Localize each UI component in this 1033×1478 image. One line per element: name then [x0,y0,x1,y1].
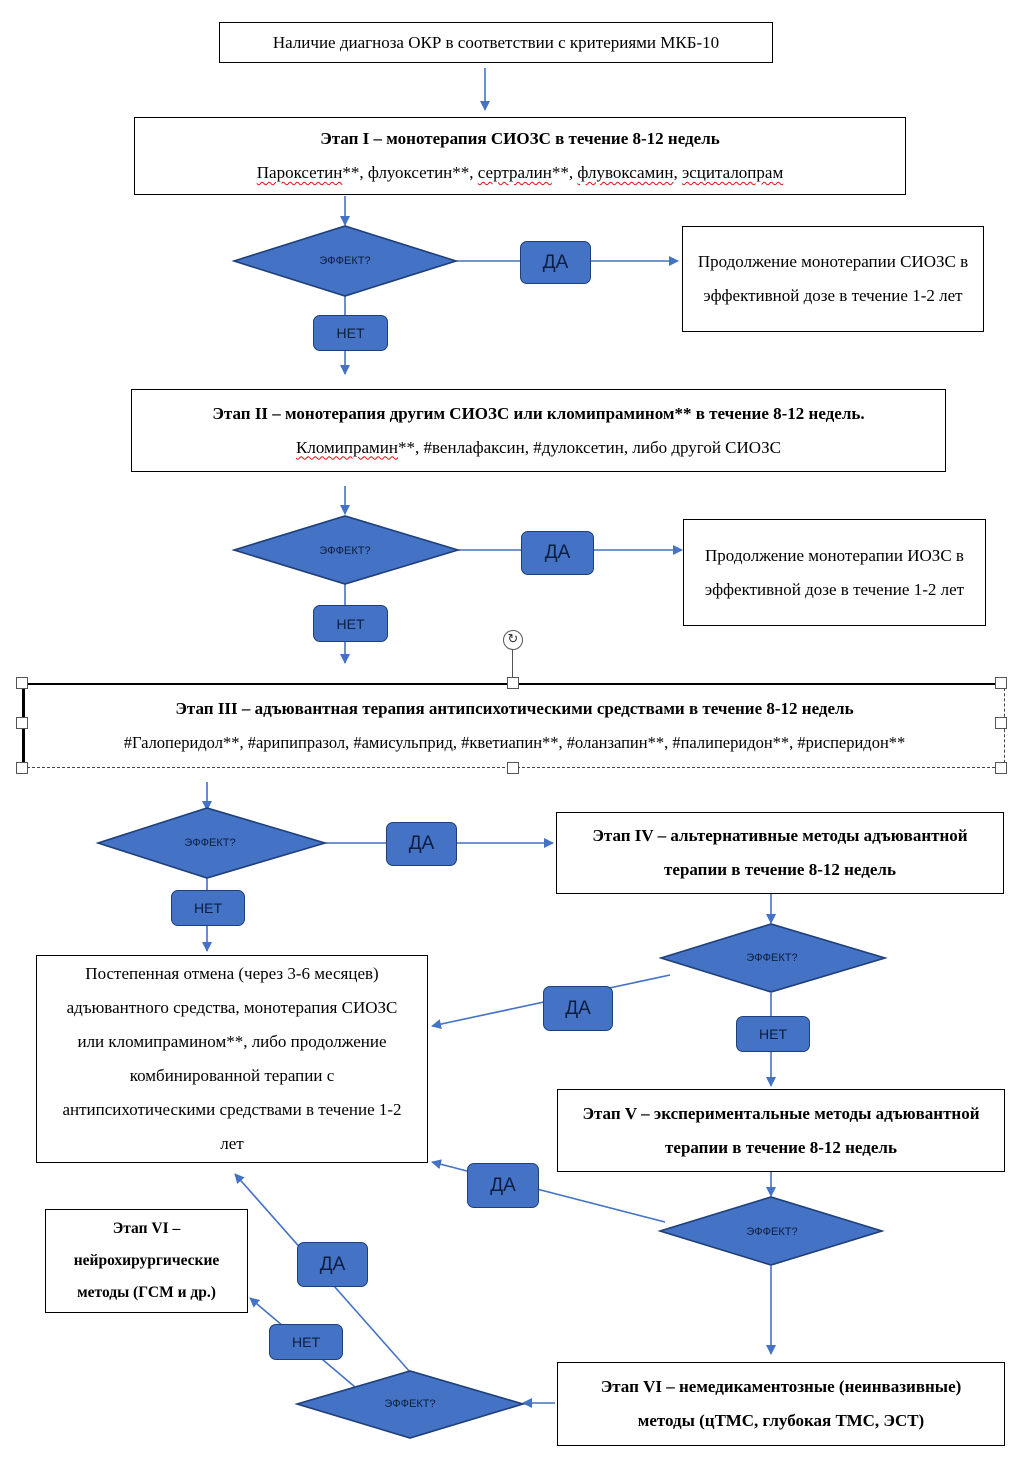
stage5-box: Этап V – экспериментальные методы адъюва… [557,1089,1005,1172]
stage5-title: Этап V – экспериментальные методы адъюва… [582,1103,980,1157]
drug-name-misspelled: флувоксамин [577,163,674,182]
decision-label: ЭФФЕКТ? [184,837,236,849]
diagnosis-box: Наличие диагноза ОКР в соответствии с кр… [219,22,773,63]
diagnosis-text: Наличие диагноза ОКР в соответствии с кр… [272,32,720,52]
no-badge: НЕТ [269,1324,343,1360]
decision-label: ЭФФЕКТ? [319,255,371,267]
stage4-title: Этап IV – альтернативные методы адъювант… [592,826,968,879]
yes-badge: ДА [521,531,594,575]
drug-list-text: **, флуоксетин**, [342,163,478,182]
stage2-box: Этап II – монотерапия другим СИОЗС или к… [131,389,946,472]
decision-label: ЭФФЕКТ? [746,1226,798,1238]
stage1-box: Этап I – монотерапия СИОЗС в течение 8-1… [134,117,906,195]
resize-handle-bottom-right[interactable] [995,762,1007,774]
no-badge: НЕТ [171,890,245,926]
stage6-surgery-title: Этап VI – нейрохирургические методы (ГСМ… [73,1220,220,1301]
drug-name-misspelled: сертралин [477,163,552,182]
stage6-surgery-box: Этап VI – нейрохирургические методы (ГСМ… [45,1209,248,1313]
drug-list-text: **, #венлафаксин, #дулоксетин, либо друг… [398,437,781,457]
stage2-drugs: Кломипрамин**, #венлафаксин, #дулоксетин… [296,431,781,465]
stage4-box: Этап IV – альтернативные методы адъювант… [556,812,1004,894]
no-badge: НЕТ [736,1016,810,1052]
resize-handle-top-center[interactable] [507,677,519,689]
stage6-nondrug-title: Этап VI – немедикаментозные (неинвазивны… [600,1377,962,1430]
result2-box: Продолжение монотерапии ИОЗС в эффективн… [683,519,986,626]
result1-text: Продолжение монотерапии СИОЗС в эффектив… [697,252,969,305]
decision-label: ЭФФЕКТ? [384,1398,436,1410]
rotate-handle-icon[interactable]: ↻ [503,630,523,650]
resize-handle-middle-left[interactable] [16,717,28,729]
yes-badge: ДА [386,822,457,866]
stage2-title: Этап II – монотерапия другим СИОЗС или к… [212,403,865,423]
resize-handle-bottom-left[interactable] [16,762,28,774]
resize-handle-bottom-center[interactable] [507,762,519,774]
yes-badge: ДА [297,1242,368,1287]
drug-list-text: **, [551,163,578,182]
resize-handle-middle-right[interactable] [995,717,1007,729]
drug-name-misspelled: Кломипрамин [296,437,398,457]
resize-handle-top-left[interactable] [16,677,28,689]
yes-badge: ДА [467,1163,539,1208]
result1-box: Продолжение монотерапии СИОЗС в эффектив… [682,226,984,332]
withdrawal-box: Постепенная отмена (через 3-6 месяцев) а… [36,955,428,1163]
resize-handle-top-right[interactable] [995,677,1007,689]
stage1-title: Этап I – монотерапия СИОЗС в течение 8-1… [320,129,720,148]
decision-label: ЭФФЕКТ? [746,952,798,964]
stage3-box[interactable]: Этап III – адъювантная терапия антипсихо… [22,683,1005,768]
stage1-drugs: Пароксетин**, флуоксетин**, сертралин**,… [257,156,783,190]
drug-name-misspelled: Пароксетин [256,163,343,182]
yes-badge: ДА [520,241,591,284]
rotate-handle-stem [512,650,513,678]
drug-name-misspelled: эсциталопрам [681,163,784,182]
withdrawal-text: Постепенная отмена (через 3-6 месяцев) а… [62,964,402,1153]
decision-label: ЭФФЕКТ? [319,545,371,557]
no-badge: НЕТ [313,315,388,351]
no-badge: НЕТ [313,605,388,642]
yes-badge: ДА [543,986,613,1031]
result2-text: Продолжение монотерапии ИОЗС в эффективн… [704,545,965,599]
stage3-title: Этап III – адъювантная терапия антипсихо… [175,699,854,718]
stage3-drugs: #Галоперидол**, #арипипразол, #амисульпр… [123,733,906,752]
stage6-nondrug-box: Этап VI – немедикаментозные (неинвазивны… [557,1362,1005,1446]
drug-list-text: , [673,163,682,182]
